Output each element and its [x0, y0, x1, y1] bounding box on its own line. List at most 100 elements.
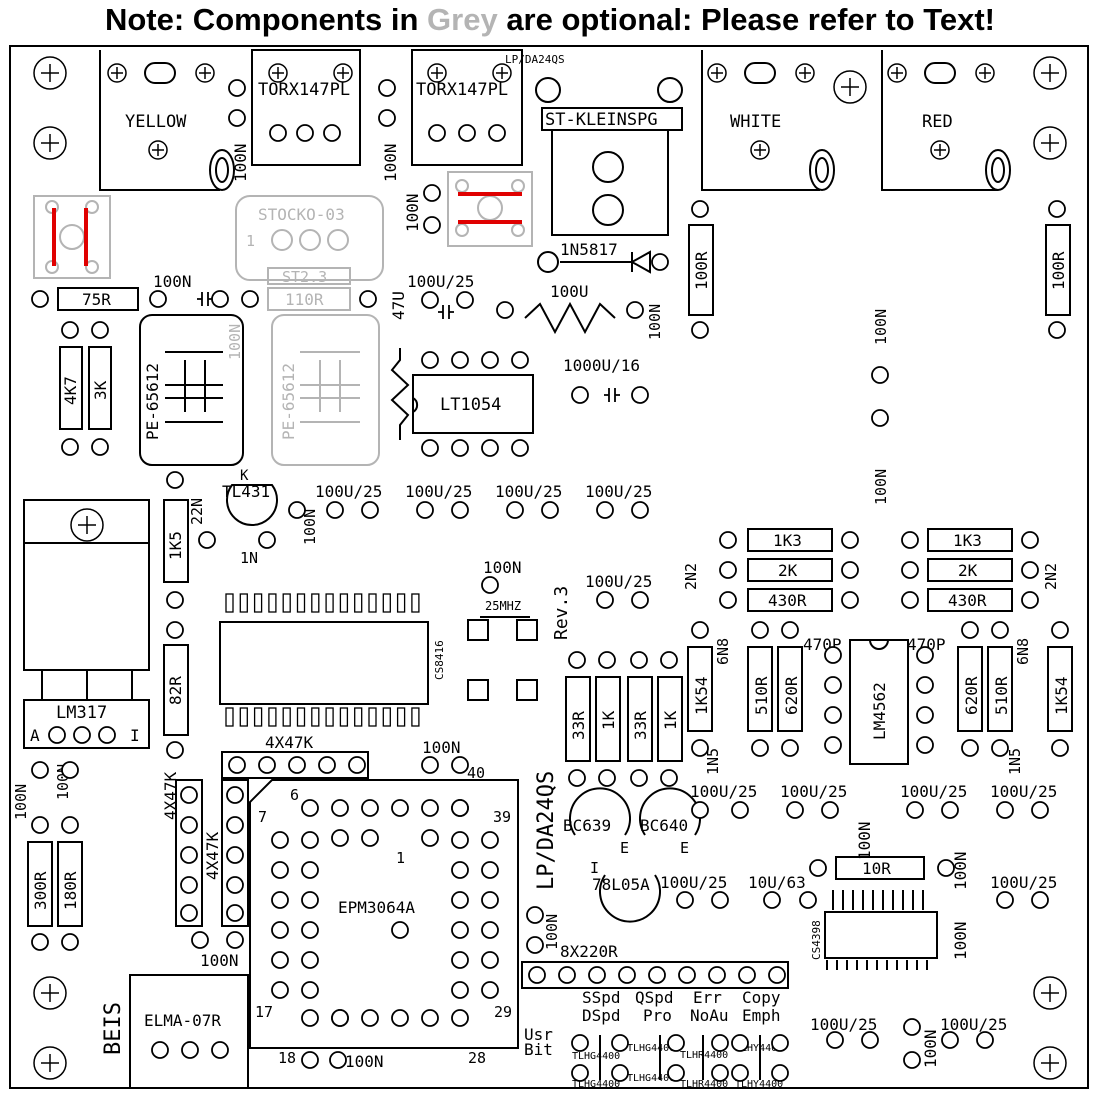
plcc-pad — [301, 861, 319, 879]
ic-pin — [339, 593, 349, 613]
red-jack: RED — [881, 50, 1011, 191]
row-75r: 75R 100N — [31, 272, 229, 311]
svg-text:3K: 3K — [91, 380, 110, 400]
svg-text:1K54: 1K54 — [692, 676, 711, 715]
plcc-pad — [451, 921, 469, 939]
torx-right: TORX147PL — [411, 49, 523, 166]
svg-text:180R: 180R — [61, 871, 80, 910]
yellow-label: YELLOW — [125, 112, 187, 132]
svg-text:Pro: Pro — [643, 1006, 672, 1025]
elma-connector: ELMA-07R BEIS — [101, 974, 249, 1088]
svg-text:47U: 47U — [389, 291, 408, 320]
svg-text:LT1054: LT1054 — [440, 395, 501, 415]
resistor-network-8x220r: 8X220R — [521, 942, 789, 989]
svg-text:28: 28 — [468, 1049, 486, 1067]
svg-text:82R: 82R — [166, 676, 185, 705]
status-led-labels: SSpd QSpd Err Copy DSpd Pro NoAu Emph Us… — [524, 988, 781, 1059]
svg-text:Rev.3: Rev.3 — [551, 586, 572, 640]
plcc-pad — [481, 831, 499, 849]
svg-text:RED: RED — [922, 112, 953, 132]
analog-output-vertical: 1K54 510R 620R 6N8 1N5 620R 510R 1K54 6N… — [687, 621, 1073, 775]
plcc-pad — [331, 1009, 349, 1027]
plcc-pad — [271, 951, 289, 969]
svg-text:100N: 100N — [422, 738, 461, 757]
svg-text:100N: 100N — [381, 143, 400, 182]
svg-text:1K54: 1K54 — [1052, 676, 1071, 715]
ic-pin — [282, 707, 291, 727]
svg-text:ST-KLEINSPG: ST-KLEINSPG — [545, 110, 658, 130]
svg-text:4K7: 4K7 — [61, 376, 80, 405]
svg-text:E: E — [620, 839, 629, 857]
plcc-pad — [451, 891, 469, 909]
svg-text:25MHZ: 25MHZ — [485, 599, 521, 613]
svg-text:Usr: Usr — [524, 1025, 553, 1044]
cs8416-pins-bottom — [225, 707, 420, 727]
svg-text:100N: 100N — [872, 469, 890, 505]
svg-text:100U/25: 100U/25 — [990, 873, 1057, 892]
svg-text:TLHR4400: TLHR4400 — [680, 1050, 728, 1061]
svg-text:78L05A: 78L05A — [592, 875, 650, 894]
plcc-pad — [451, 831, 469, 849]
top-caps: 100N 100N 100N — [231, 143, 422, 232]
svg-text:620R: 620R — [962, 676, 981, 715]
svg-text:4X47K: 4X47K — [203, 831, 222, 880]
ic-pin — [339, 707, 349, 727]
ic-pin — [311, 593, 320, 613]
svg-text:33R: 33R — [631, 711, 650, 740]
svg-text:7: 7 — [258, 808, 267, 826]
svg-text:Emph: Emph — [742, 1006, 781, 1025]
svg-text:2K: 2K — [958, 561, 978, 580]
caps-mid-row: 100U/25 10U/63 100U/25 100U/25 100U/25 1… — [660, 782, 1057, 1068]
svg-text:100N: 100N — [646, 304, 664, 340]
plcc-pad — [481, 861, 499, 879]
plcc-pad — [361, 799, 379, 817]
cs8416-ic: CS8416 — [219, 621, 446, 705]
svg-text:100U/25: 100U/25 — [407, 272, 474, 291]
svg-text:100U/25: 100U/25 — [810, 1015, 877, 1034]
plcc-pad — [391, 799, 409, 817]
svg-text:1N: 1N — [240, 549, 258, 567]
svg-text:TLHG4400: TLHG4400 — [572, 1079, 620, 1090]
plcc-pad — [361, 829, 379, 847]
board-name-lp-da24qs: LP/DA24QS 100N — [526, 771, 561, 954]
svg-text:I: I — [590, 859, 599, 877]
svg-text:1N5: 1N5 — [704, 748, 722, 775]
svg-text:TL431: TL431 — [222, 482, 270, 501]
svg-text:LP/DA24QS: LP/DA24QS — [534, 771, 559, 890]
plcc-pad — [271, 921, 289, 939]
svg-text:TORX147PL: TORX147PL — [258, 80, 350, 100]
plcc-pad — [301, 831, 319, 849]
plcc-pad — [301, 1009, 319, 1027]
ic-pin — [354, 707, 363, 727]
svg-text:100N: 100N — [872, 309, 890, 345]
plcc-pad — [481, 921, 499, 939]
svg-text:LM4562: LM4562 — [870, 682, 889, 740]
optional-components-note: Note: Components in Grey are optional: P… — [0, 2, 1100, 38]
plcc-pad — [271, 981, 289, 999]
ic-pin — [268, 593, 277, 613]
svg-text:1N5: 1N5 — [1006, 748, 1024, 775]
resistor-networks-4x47k: 4X47K 4X47K 4X47K — [161, 733, 369, 927]
svg-text:TLHG4400: TLHG4400 — [627, 1073, 675, 1084]
yellow-jack: YELLOW — [99, 50, 235, 191]
svg-text:6: 6 — [290, 786, 299, 804]
svg-text:1000U/16: 1000U/16 — [563, 356, 640, 375]
svg-text:10R: 10R — [862, 859, 891, 878]
svg-text:29: 29 — [494, 1003, 512, 1021]
plcc-pad — [451, 981, 469, 999]
svg-text:DSpd: DSpd — [582, 1006, 621, 1025]
svg-text:I: I — [130, 726, 140, 745]
svg-text:2N2: 2N2 — [1042, 563, 1060, 590]
ic-pin — [253, 707, 263, 727]
svg-text:100U/25: 100U/25 — [940, 1015, 1007, 1034]
svg-text:TLHG4400: TLHG4400 — [627, 1043, 675, 1054]
svg-text:100N: 100N — [200, 951, 239, 970]
ic-pin — [296, 707, 306, 727]
ic-pin — [311, 707, 320, 727]
plcc-pad — [451, 951, 469, 969]
svg-text:100N: 100N — [483, 558, 522, 577]
ic-pin — [239, 593, 248, 613]
svg-text:100N: 100N — [345, 1052, 384, 1071]
svg-text:33R: 33R — [569, 711, 588, 740]
